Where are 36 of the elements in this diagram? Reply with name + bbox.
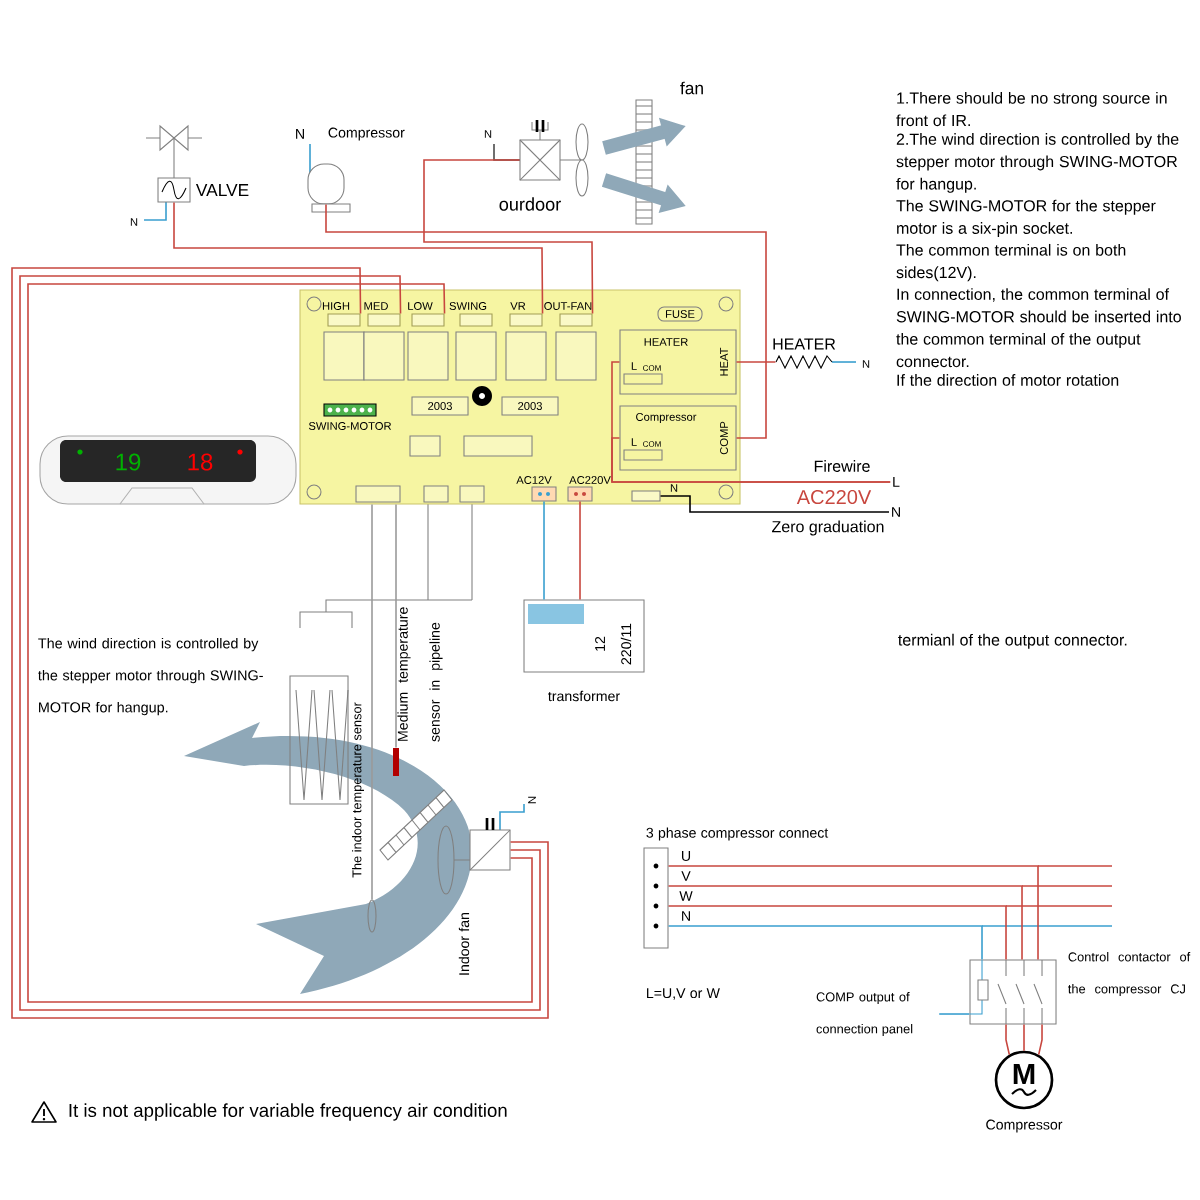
fan-label: fan bbox=[680, 81, 703, 95]
wire bbox=[611, 437, 891, 483]
text-label: Firewire bbox=[814, 460, 870, 472]
note-text: It is not applicable for variable frequency air condition bbox=[69, 1103, 507, 1121]
heater-label: HEATER bbox=[773, 338, 836, 350]
wire bbox=[1005, 1023, 1011, 1056]
wire bbox=[371, 503, 373, 901]
wire bbox=[667, 925, 983, 961]
wire bbox=[1037, 1023, 1043, 1056]
wire bbox=[395, 503, 397, 749]
wire bbox=[667, 905, 1007, 961]
wire bbox=[579, 500, 581, 601]
motor-letter: M bbox=[1013, 1063, 1035, 1085]
valve-label: VALVE bbox=[195, 184, 249, 196]
note-text: The common terminal is on both sides(12V). bbox=[896, 243, 1126, 282]
wire bbox=[667, 885, 1023, 961]
note-text: 2.The wind direction is controlled by the stepper motor through SWING-MOTOR for hangup. bbox=[896, 133, 1179, 193]
note-text: 1.There should be no strong source in front of IR. bbox=[896, 91, 1167, 127]
note-text: The SWING-MOTOR for the stepper motor is a six-pin socket. bbox=[896, 199, 1156, 238]
wire bbox=[667, 865, 1039, 961]
wire bbox=[735, 361, 777, 363]
wire bbox=[1023, 1023, 1025, 1052]
leader-line bbox=[938, 1013, 971, 1015]
note-text: termianl of the output connector. bbox=[898, 633, 1127, 649]
wire bbox=[173, 201, 544, 315]
text-label: Zero graduation bbox=[772, 520, 884, 536]
display-digits: 19 bbox=[116, 453, 141, 471]
display-digits: 18 bbox=[188, 453, 213, 471]
wire bbox=[423, 159, 594, 315]
note-text: If the direction of motor rotation bbox=[897, 374, 1119, 386]
wire bbox=[659, 495, 890, 513]
text-label: AC220V bbox=[796, 489, 872, 505]
note-text: In connection, the common terminal of SWING-MOTOR should be inserted into the common terminal of the output connector. bbox=[896, 288, 1181, 368]
wire bbox=[543, 500, 545, 601]
wire bbox=[325, 203, 767, 439]
motor-label: ourdoor bbox=[499, 197, 561, 211]
